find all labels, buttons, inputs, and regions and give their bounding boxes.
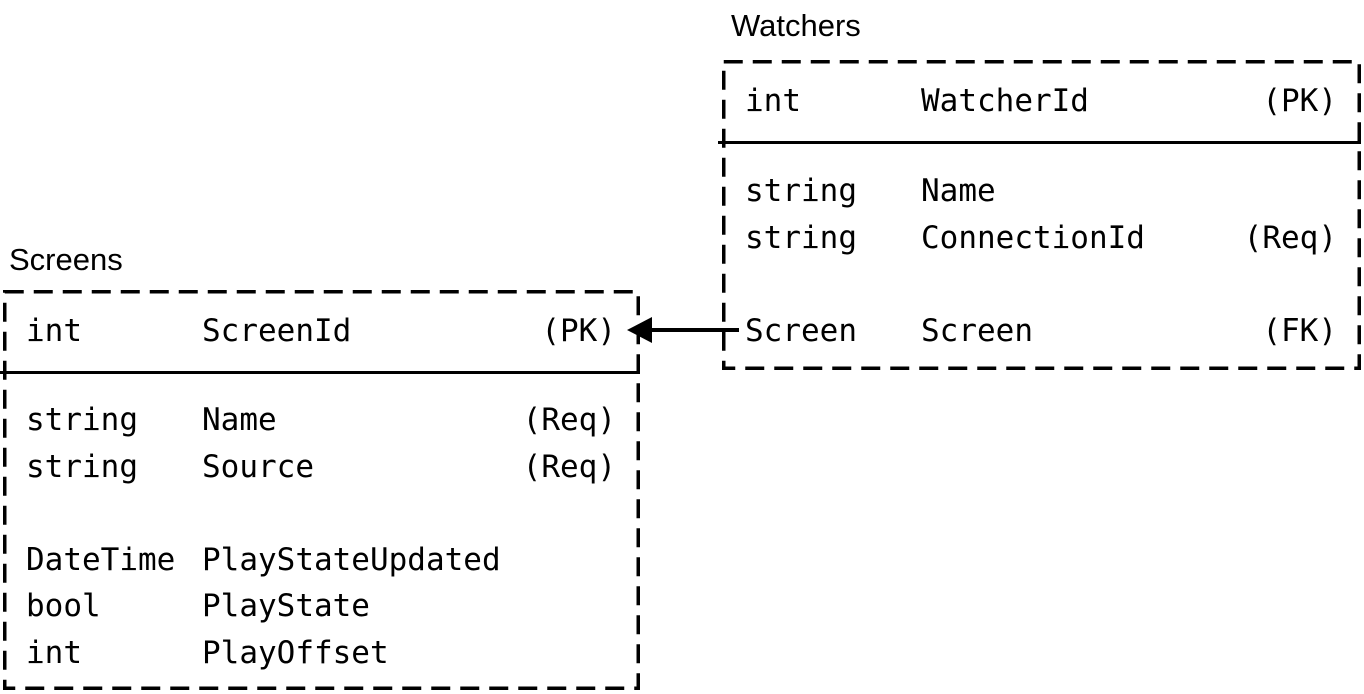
watchers-table-title: Watchers [731, 8, 861, 43]
table-row-playstate: bool PlayState [3, 583, 640, 630]
watchers-table: int WatcherId (PK) string Name string Co… [718, 60, 1361, 370]
cell-name: Screen [921, 312, 1033, 349]
table-row-watcherid: int WatcherId (PK) [722, 60, 1361, 141]
cell-constraint: (Req) [522, 448, 616, 485]
cell-type: int [745, 82, 801, 119]
table-row-connectionid: string ConnectionId (Req) [722, 215, 1361, 262]
cell-type: bool [26, 588, 101, 625]
cell-name: Name [202, 402, 277, 439]
table-row-blank [3, 490, 640, 537]
cell-constraint: (Req) [1243, 219, 1337, 256]
cell-type: string [26, 402, 138, 439]
cell-name: ScreenId [202, 312, 352, 349]
table-row-playstateupdated: DateTime PlayStateUpdated [3, 537, 640, 584]
table-row-screen-fk: Screen Screen (FK) [722, 308, 1361, 355]
cell-type: DateTime [26, 541, 176, 578]
table-row-playoffset: int PlayOffset [3, 630, 640, 677]
cell-type: int [26, 634, 82, 671]
screens-fields: string Name (Req) string Source (Req) Da… [3, 374, 640, 676]
watchers-fields: string Name string ConnectionId (Req) Sc… [722, 144, 1361, 354]
screens-table-title: Screens [9, 242, 123, 277]
cell-name: ConnectionId [921, 219, 1145, 256]
cell-type: string [745, 173, 857, 210]
cell-constraint: (FK) [1262, 312, 1337, 349]
arrow-line [648, 328, 739, 332]
cell-constraint: (PK) [541, 312, 616, 349]
cell-type: string [745, 219, 857, 256]
cell-name: PlayOffset [202, 634, 389, 671]
cell-name: WatcherId [921, 82, 1089, 119]
cell-name: PlayState [202, 588, 370, 625]
cell-name: Name [921, 173, 996, 210]
table-row-blank [722, 261, 1361, 308]
cell-type: int [26, 312, 82, 349]
cell-name: Source [202, 448, 314, 485]
table-row-screenid: int ScreenId (PK) [3, 290, 640, 371]
table-row-name: string Name [722, 168, 1361, 215]
arrowhead-left-icon [627, 317, 652, 343]
cell-type: Screen [745, 312, 857, 349]
cell-constraint: (PK) [1262, 82, 1337, 119]
cell-name: PlayStateUpdated [202, 541, 501, 578]
table-row-name: string Name (Req) [3, 397, 640, 444]
screens-table: int ScreenId (PK) string Name (Req) stri… [0, 290, 640, 690]
relationship-arrow [627, 317, 739, 343]
table-row-source: string Source (Req) [3, 444, 640, 491]
cell-type: string [26, 448, 138, 485]
cell-constraint: (Req) [522, 402, 616, 439]
